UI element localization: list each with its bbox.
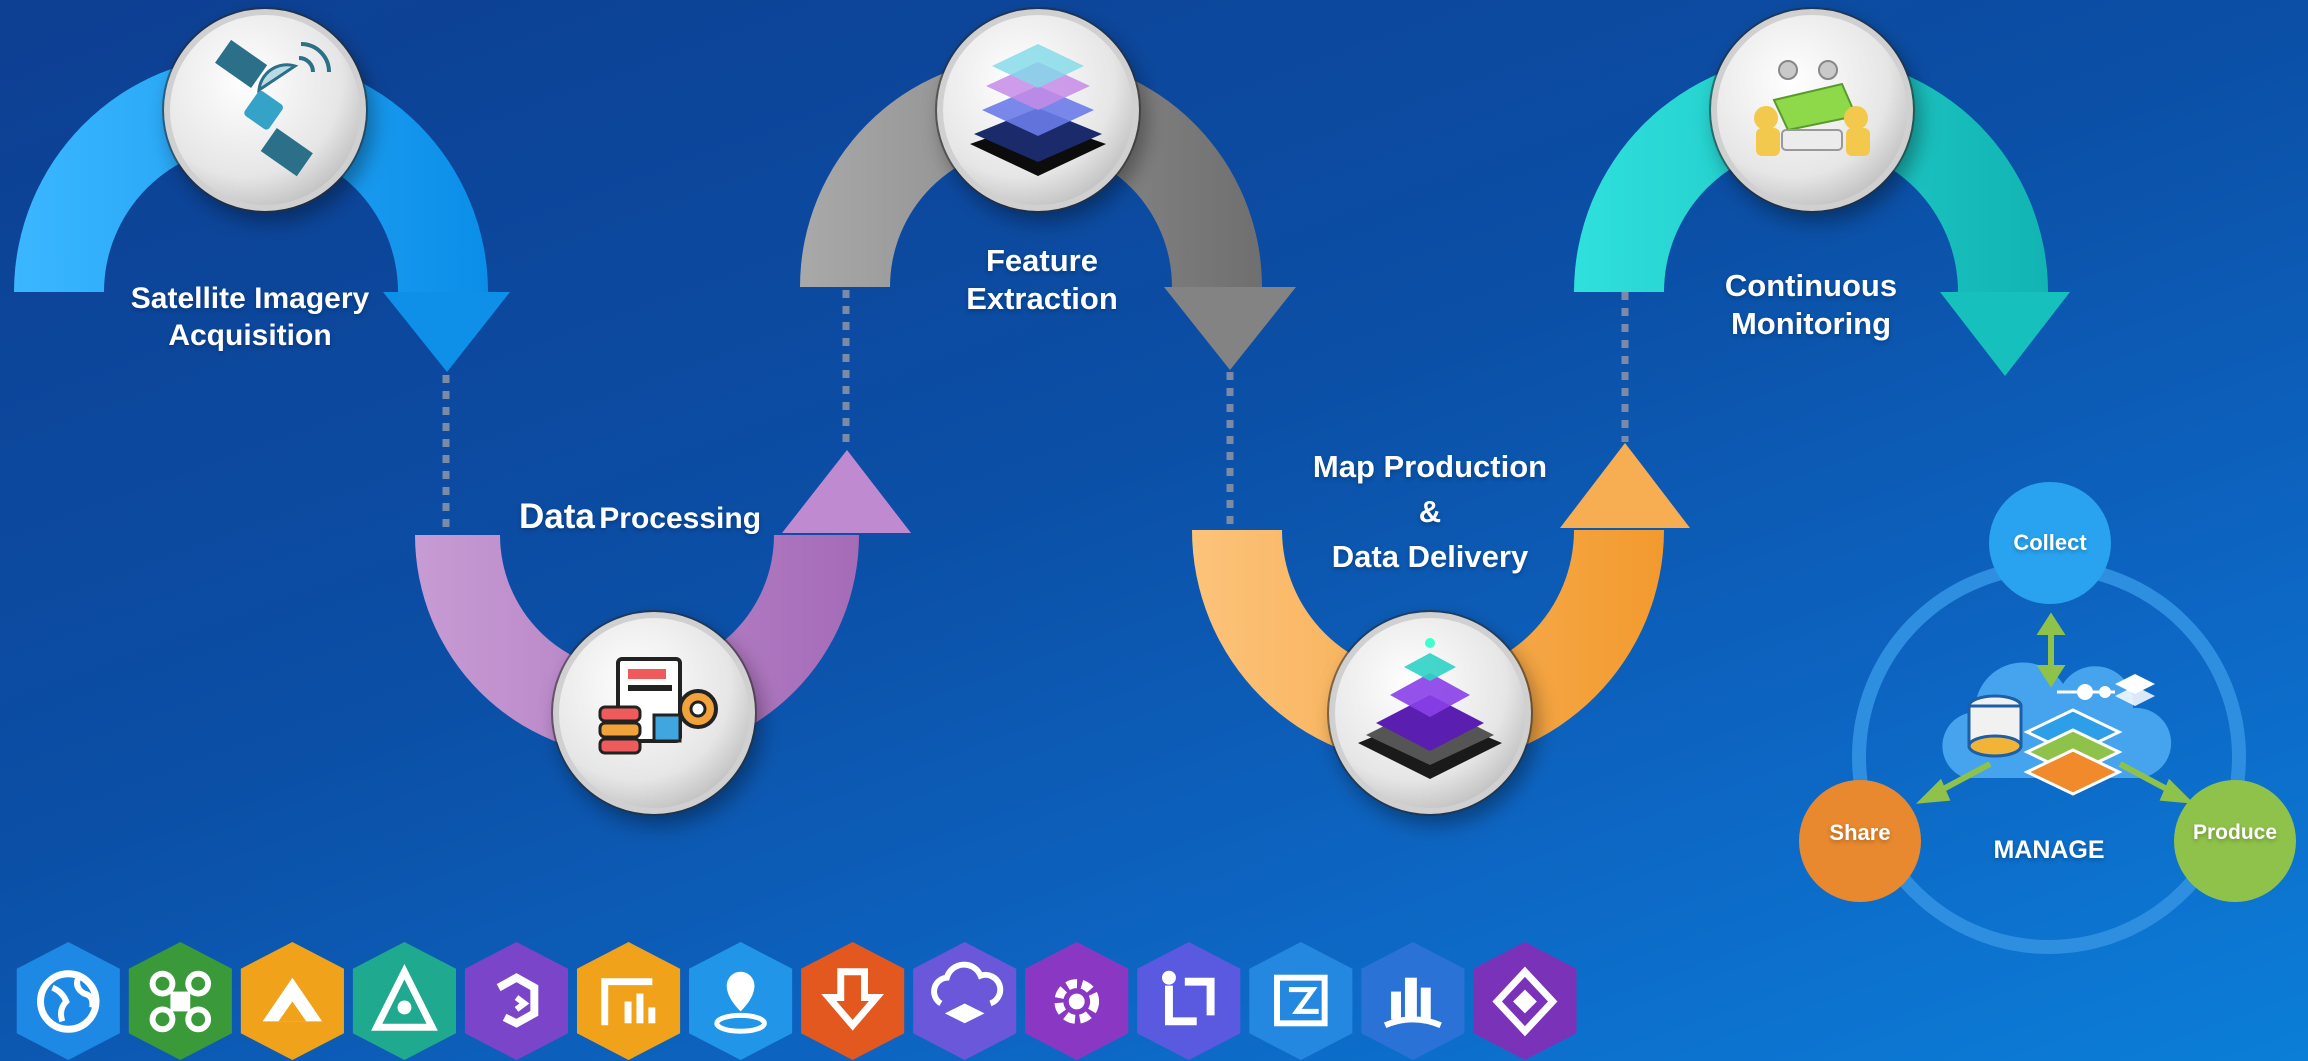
share-label: Share <box>1829 820 1891 845</box>
glyph <box>931 961 1004 1024</box>
arc-acquisition <box>14 55 510 372</box>
hexagon-path-icon <box>464 942 569 1060</box>
meeting-team-icon <box>1754 60 1870 156</box>
layered-terrain-icon <box>970 44 1106 176</box>
label-processing: Data Processing <box>490 496 790 539</box>
city-icon <box>1361 942 1465 1060</box>
satellite-icon <box>215 39 331 177</box>
manage-label: MANAGE <box>1993 836 2105 864</box>
label-word-processing: Processing <box>599 502 762 535</box>
produce-node <box>2174 780 2296 902</box>
hex-background <box>913 942 1017 1060</box>
gear-icon <box>1025 942 1129 1060</box>
dashboard-icon <box>576 942 681 1060</box>
label-line: & <box>1418 493 1442 529</box>
glyph <box>1274 974 1328 1027</box>
location-pin-icon <box>689 942 793 1060</box>
survey-icon <box>240 942 344 1060</box>
download-icon <box>801 942 905 1060</box>
hex-background <box>1137 942 1241 1060</box>
label-line: Feature <box>986 243 1098 278</box>
label-line: Extraction <box>966 280 1118 316</box>
drone-icon <box>128 942 232 1060</box>
hex-background <box>1249 942 1353 1060</box>
glyph <box>262 977 323 1022</box>
field-maps-icon <box>352 942 456 1060</box>
glyph <box>496 973 539 1028</box>
glyph <box>371 963 438 1031</box>
document-database-gear-icon <box>598 657 718 755</box>
arc-extraction <box>800 56 1296 370</box>
hex-background <box>801 942 905 1060</box>
label-line: Satellite Imagery <box>130 282 370 315</box>
arc-monitoring <box>1574 55 2070 376</box>
glyph <box>1492 966 1558 1037</box>
globe-icon <box>16 942 120 1060</box>
share-node <box>1799 780 1921 902</box>
cloud-gis-icon <box>1942 662 2172 796</box>
arc-production <box>1192 443 1690 766</box>
label-word-data: Data <box>518 497 595 536</box>
glyph <box>714 971 767 1034</box>
label-monitoring: Continuous Monitoring <box>1661 267 1961 343</box>
glyph <box>821 968 884 1031</box>
cloud-layers-icon <box>913 942 1017 1060</box>
glyph <box>601 978 656 1026</box>
glyph <box>1054 979 1100 1024</box>
workflow-icon <box>1137 942 1241 1060</box>
label-line: Data Delivery <box>1331 538 1529 574</box>
cycle-arrows <box>1916 612 2194 804</box>
app-icon-strip <box>16 942 1577 1060</box>
label-acquisition: Satellite Imagery Acquisition <box>100 281 400 354</box>
manage-cycle <box>1852 560 2246 954</box>
label-line: Continuous <box>1724 268 1898 303</box>
hex-background <box>576 942 681 1060</box>
glyph <box>1383 977 1442 1029</box>
label-line: Map Production <box>1312 449 1548 484</box>
label-extraction: Feature Extraction <box>892 242 1192 318</box>
label-production: Map Production & Data Delivery <box>1270 445 1590 580</box>
produce-label: Produce <box>2192 821 2278 844</box>
collect-node <box>1989 482 2111 604</box>
map-chip-icon <box>1358 638 1502 779</box>
glyph <box>37 970 100 1033</box>
glyph <box>1162 970 1215 1026</box>
diamond-network-icon <box>1473 942 1577 1060</box>
label-line: Acquisition <box>168 318 332 352</box>
glyph <box>149 970 212 1033</box>
collect-label: Collect <box>2013 530 2087 555</box>
label-line: Monitoring <box>1730 305 1892 341</box>
map-editor-icon <box>1249 942 1353 1060</box>
